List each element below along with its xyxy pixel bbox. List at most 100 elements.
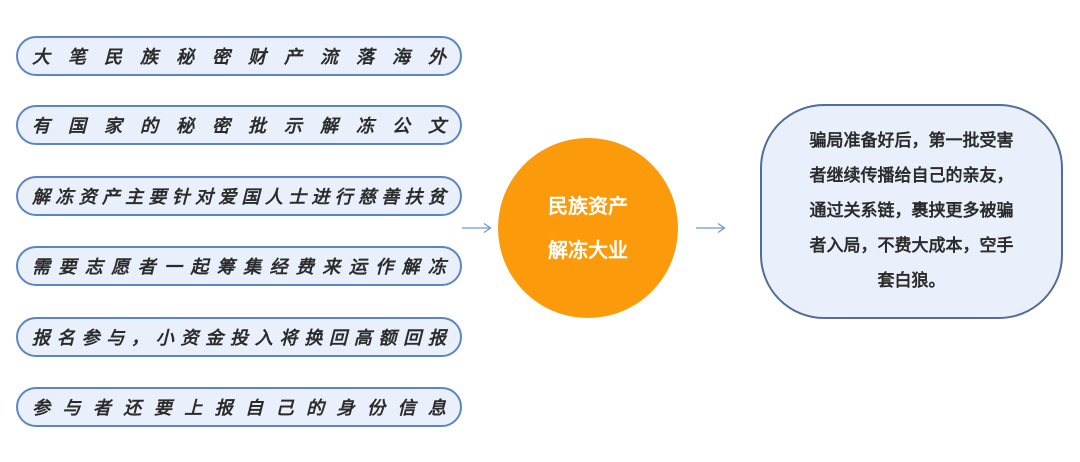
arrow-right-icon (462, 222, 492, 234)
step-char: 还 (123, 398, 142, 419)
step-char: 落 (356, 47, 374, 68)
result-line: 者继续传播给自己的亲友， (809, 166, 1014, 186)
step-char: 行 (334, 187, 353, 208)
result-line: 骗局准备好后，第一批受害 (809, 131, 1014, 151)
step-char: 自 (245, 398, 264, 419)
step-char: 运 (348, 257, 367, 278)
step-char: 与 (62, 398, 81, 419)
step-char: 家 (104, 116, 122, 137)
step-char: 冻 (427, 257, 446, 278)
step-box-6: 参与者还要上报自己的身份信息 (16, 387, 462, 427)
step-char: 份 (366, 398, 385, 419)
step-char: 笔 (68, 47, 86, 68)
center-node-line-1: 民族资产 (548, 194, 628, 218)
step-char: 己 (275, 398, 294, 419)
step-char: 回 (329, 328, 347, 349)
step-char: 对 (194, 187, 213, 208)
step-char: 息 (427, 398, 446, 419)
step-char: 集 (243, 257, 262, 278)
step-char: 善 (381, 187, 400, 208)
step-char: 将 (279, 328, 298, 349)
step-char: 回 (403, 328, 422, 349)
result-box: 骗局准备好后，第一批受害 者继续传播给自己的亲友， 通过关系链，裹挟更多被骗 者… (760, 104, 1063, 319)
step-char: 士 (288, 187, 307, 208)
step-char: ， (131, 328, 149, 349)
result-text: 骗局准备好后，第一批受害 者继续传播给自己的亲友， 通过关系链，裹挟更多被骗 者… (810, 124, 1014, 299)
arrow-right-icon (696, 222, 726, 234)
step-box-2: 有国家的秘密批示解冻公文 (16, 105, 462, 145)
step-char: 解 (320, 116, 338, 137)
step-char: 扶 (404, 187, 423, 208)
center-node-line-2: 解冻大业 (548, 238, 628, 262)
step-box-3: 解冻资产主要针对爱国人士进行慈善扶贫 (16, 176, 462, 216)
step-char: 入 (254, 328, 273, 349)
step-char: 批 (248, 116, 266, 137)
step-char: 与 (106, 328, 125, 349)
step-char: 大 (32, 47, 50, 68)
step-char: 者 (137, 257, 156, 278)
step-char: 小 (155, 328, 174, 349)
result-line: 通过关系链，裹挟更多被骗 (809, 201, 1014, 221)
step-char: 冻 (356, 116, 374, 137)
step-char: 金 (205, 328, 224, 349)
step-char: 民 (104, 47, 122, 68)
step-char: 额 (378, 328, 397, 349)
step-char: 报 (428, 328, 446, 349)
step-char: 筹 (216, 257, 235, 278)
step-char: 流 (320, 47, 338, 68)
step-char: 密 (212, 116, 230, 137)
step-char: 的 (140, 116, 158, 137)
step-char: 冻 (55, 187, 74, 208)
step-char: 产 (101, 187, 120, 208)
step-char: 身 (336, 398, 355, 419)
result-line: 套白狼。 (877, 271, 946, 291)
step-char: 志 (84, 257, 103, 278)
step-char: 族 (140, 47, 158, 68)
step-char: 解 (32, 187, 50, 208)
step-char: 上 (184, 398, 203, 419)
step-char: 有 (32, 116, 50, 137)
step-box-4: 需要志愿者一起筹集经费来运作解冻 (16, 246, 462, 286)
step-char: 需 (32, 257, 50, 278)
step-box-5: 报名参与，小资金投入将换回高额回报 (16, 317, 462, 357)
step-char: 示 (284, 116, 302, 137)
step-char: 秘 (176, 116, 194, 137)
step-char: 信 (397, 398, 416, 419)
center-node: 民族资产 解冻大业 (498, 138, 678, 318)
step-char: 密 (212, 47, 230, 68)
step-char: 国 (68, 116, 86, 137)
step-char: 产 (284, 47, 302, 68)
step-char: 参 (32, 398, 50, 419)
step-char: 参 (81, 328, 100, 349)
step-char: 要 (153, 398, 172, 419)
step-char: 爱 (218, 187, 237, 208)
step-char: 要 (58, 257, 77, 278)
step-char: 外 (428, 47, 446, 68)
step-char: 财 (248, 47, 266, 68)
step-char: 换 (304, 328, 323, 349)
step-char: 解 (401, 257, 420, 278)
step-char: 进 (311, 187, 330, 208)
step-char: 经 (269, 257, 288, 278)
step-char: 来 (322, 257, 341, 278)
step-char: 国 (241, 187, 260, 208)
step-char: 作 (375, 257, 394, 278)
step-char: 一 (163, 257, 182, 278)
step-char: 秘 (176, 47, 194, 68)
step-char: 公 (392, 116, 410, 137)
step-char: 贫 (427, 187, 446, 208)
step-char: 要 (148, 187, 167, 208)
result-line: 者入局，不费大成本，空手 (809, 236, 1014, 256)
step-char: 愿 (111, 257, 130, 278)
step-char: 名 (56, 328, 75, 349)
step-char: 报 (214, 398, 233, 419)
step-char: 主 (125, 187, 144, 208)
step-char: 高 (353, 328, 372, 349)
step-box-1: 大笔民族秘密财产流落海外 (16, 36, 462, 76)
step-char: 报 (32, 328, 50, 349)
step-char: 文 (428, 116, 446, 137)
step-char: 海 (392, 47, 410, 68)
step-char: 人 (264, 187, 283, 208)
step-char: 的 (306, 398, 325, 419)
step-char: 慈 (357, 187, 376, 208)
